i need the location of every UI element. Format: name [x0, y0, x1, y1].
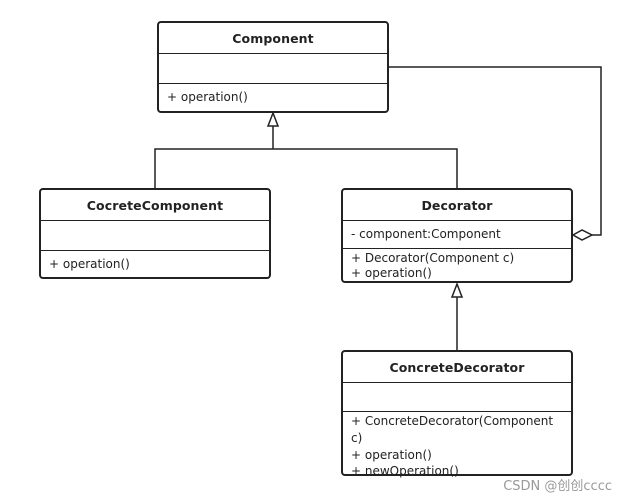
method-concrete-decorator-constructor: + ConcreteDecorator(Component c) — [351, 414, 554, 445]
class-box-concrete-decorator[interactable]: ConcreteDecorator + ConcreteDecorator(Co… — [341, 350, 573, 478]
methods-section-decorator: + Decorator(Component c) + operation() — [343, 248, 571, 281]
method-operation: + operation() — [167, 90, 248, 104]
generalization-branch-right — [273, 148, 458, 189]
class-name-component: Component — [232, 30, 314, 46]
generalization-arrowhead-decorator — [450, 281, 464, 298]
aggregation-diamond — [571, 229, 594, 241]
class-box-component[interactable]: Component + operation() — [157, 21, 389, 113]
watermark: CSDN @创创cccc — [503, 479, 612, 494]
class-name-concrete-component: CocreteComponent — [86, 197, 224, 213]
attributes-section-concrete-decorator — [343, 382, 571, 411]
methods-section-concrete-component: + operation() — [41, 250, 269, 277]
method-decorator-constructor: + Decorator(Component c) — [351, 251, 515, 265]
generalization-arrowhead-component — [266, 110, 280, 127]
method-new-operation: + newOperation() — [351, 464, 459, 478]
methods-section-component: + operation() — [159, 83, 387, 111]
attributes-section-component — [159, 53, 387, 83]
method-operation: + operation() — [49, 257, 130, 271]
class-name-concrete-decorator: ConcreteDecorator — [389, 359, 525, 375]
methods-section-concrete-decorator: + ConcreteDecorator(Component c) + opera… — [343, 411, 571, 478]
method-operation: + operation() — [351, 448, 432, 462]
attributes-section-concrete-component — [41, 220, 269, 250]
aggregation-line — [388, 66, 602, 236]
generalization-branch-left — [154, 148, 273, 189]
class-box-concrete-component[interactable]: CocreteComponent + operation() — [39, 188, 271, 279]
attributes-section-decorator: - component:Component — [343, 220, 571, 248]
method-operation: + operation() — [351, 266, 432, 280]
attribute-component: - component:Component — [351, 227, 501, 241]
class-box-decorator[interactable]: Decorator - component:Component + Decora… — [341, 188, 573, 283]
class-name-decorator: Decorator — [421, 197, 493, 213]
